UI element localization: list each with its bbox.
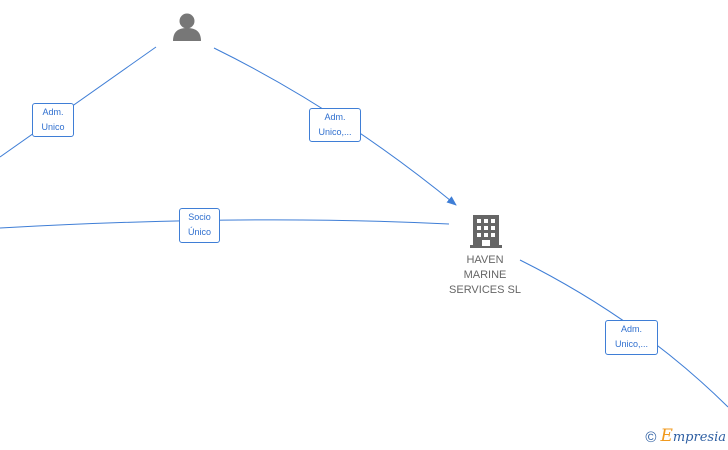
edge-label-line: Socio <box>188 212 211 222</box>
company-name[interactable]: HAVEN MARINE SERVICES SL <box>435 253 535 298</box>
company-name-line-3: SERVICES SL <box>449 284 521 296</box>
edge-label-line: Unico,... <box>318 127 352 137</box>
edge-label-line: Adm. <box>324 112 346 122</box>
brand-logo-letter: E <box>660 426 673 446</box>
copyright-icon: © <box>645 429 657 446</box>
edge-label-line: Unico,... <box>614 339 648 349</box>
edge-label-left-company[interactable]: Socio Único <box>179 208 220 243</box>
edge-label-person-company[interactable]: Adm. Unico,... <box>309 108 361 142</box>
company-name-line-2: MARINE <box>463 269 507 281</box>
edge-label-left-person[interactable]: Adm. Unico <box>32 103 74 137</box>
building-icon[interactable] <box>470 215 502 248</box>
company-name-line-1: HAVEN <box>466 254 504 266</box>
brand-name: mpresia <box>672 430 726 445</box>
edge-label-line: Adm. <box>620 324 642 334</box>
edge-label-company-right[interactable]: Adm. Unico,... <box>605 320 658 355</box>
edge-label-line: Unico <box>41 122 65 132</box>
edge-label-line: Adm. <box>42 107 64 117</box>
edge-line-left-company <box>0 219 450 229</box>
empresia-watermark: ©Empresia <box>645 426 726 446</box>
edge-line-left-person <box>0 46 157 158</box>
edge-label-line: Único <box>187 227 211 237</box>
person-icon[interactable] <box>173 13 201 42</box>
